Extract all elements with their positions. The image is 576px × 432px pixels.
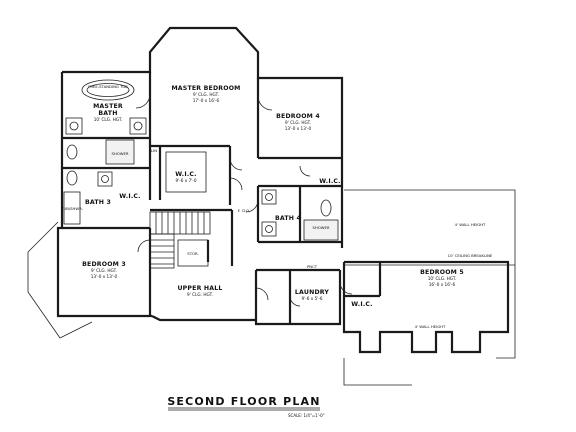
upper-hall-label: UPPER HALL 9' CLG. HGT. [177,285,222,297]
svg-text:16'-0 x 16'-6: 16'-0 x 16'-6 [429,282,456,287]
bedroom-5-label: BEDROOM 5 10' CLG. HGT. 16'-0 x 16'-6 [420,269,464,287]
bedroom-3-label: BEDROOM 3 9' CLG. HGT. 13'-0 x 13'-0 [82,261,126,279]
svg-text:W.I.C.: W.I.C. [351,301,372,308]
page-title: SECOND FLOOR PLAN [167,395,320,408]
svg-text:9' CLG. HGT.: 9' CLG. HGT. [193,92,219,97]
stor-label: STOR. [187,251,198,256]
svg-text:13'-0 x 13'-0: 13'-0 x 13'-0 [285,126,312,131]
tub-icon [81,79,135,101]
svg-text:W.I.C.: W.I.C. [175,171,196,178]
svg-text:BATH: BATH [98,110,117,117]
svg-text:W.I.C.: W.I.C. [119,193,140,200]
svg-text:BATH 3: BATH 3 [85,199,111,206]
svg-text:TUB/SHWR.: TUB/SHWR. [60,206,83,211]
svg-text:9' CLG. HGT.: 9' CLG. HGT. [187,292,213,297]
exterior-walls [56,26,510,354]
bedroom-4-label: BEDROOM 4 9' CLG. HGT. 13'-0 x 13'-0 [276,113,320,131]
tub-shower-icon [63,191,81,225]
title-block: SECOND FLOOR PLAN SCALE: 1/4"=1'-0" [167,395,324,418]
plan-notes: 4' WALL HEIGHT 10' CEILING BREAKLINE 4' … [151,148,493,329]
svg-text:FREE-STANDING TUB: FREE-STANDING TUB [88,84,128,89]
svg-text:SHOWER: SHOWER [312,225,329,230]
svg-text:BEDROOM 4: BEDROOM 4 [276,113,320,120]
toilet-icon [66,144,78,160]
stair [149,211,211,269]
svg-text:9'-6 x 7'-0: 9'-6 x 7'-0 [175,178,196,183]
master-bath-label: MASTER BATH 10' CLG. HGT. [93,103,123,122]
fixtures [63,79,339,241]
svg-text:UPPER HALL: UPPER HALL [177,285,222,292]
scale-note: SCALE: 1/4"=1'-0" [288,413,325,418]
shower-label: SHOWER [111,151,128,156]
tub-label: FREE-STANDING TUB [88,84,128,89]
svg-text:F. CLO.: F. CLO. [238,208,251,213]
laundry-label: LAUNDRY 9'-6 x 5'-6 [295,289,330,301]
svg-text:W.I.C.: W.I.C. [319,178,340,185]
svg-text:10' CLG. HGT.: 10' CLG. HGT. [428,276,457,281]
shower-icon [105,139,135,165]
svg-text:SHOWER: SHOWER [111,151,128,156]
svg-text:BATH 4: BATH 4 [275,215,302,222]
bath-4-label: BATH 4 SHOWER [275,215,330,230]
interior-walls [62,72,382,324]
svg-text:LAUNDRY: LAUNDRY [295,289,330,296]
svg-text:MASTER: MASTER [93,103,123,110]
svg-text:LIN: LIN [151,148,157,153]
wic-master-label: W.I.C. 9'-6 x 7'-0 [175,171,197,183]
svg-text:PNCT: PNCT [307,264,318,269]
svg-text:9' CLG. HGT.: 9' CLG. HGT. [285,120,311,125]
svg-text:10' CEILING BREAKLINE: 10' CEILING BREAKLINE [448,253,493,258]
svg-text:4' WALL HEIGHT: 4' WALL HEIGHT [455,222,486,227]
bath-3-label: BATH 3 TUB/SHWR. W.I.C. [60,193,140,211]
svg-text:10' CLG. HGT.: 10' CLG. HGT. [94,117,123,122]
svg-text:17'-0 x 16'-6: 17'-0 x 16'-6 [193,98,220,103]
svg-text:BEDROOM 3: BEDROOM 3 [82,261,126,268]
svg-text:13'-0 x 13'-0: 13'-0 x 13'-0 [91,274,118,279]
master-bedroom-label: MASTER BEDROOM 9' CLG. HGT. 17'-0 x 16'-… [171,85,240,103]
svg-text:STOR.: STOR. [187,251,198,256]
svg-text:BEDROOM 5: BEDROOM 5 [420,269,464,276]
svg-text:9' CLG. HGT.: 9' CLG. HGT. [91,268,117,273]
door-swings [135,93,353,307]
wic-bedroom-5-label: W.I.C. [351,301,372,308]
roof-outline [27,189,516,386]
wic-bedroom-4-label: W.I.C. [319,178,340,185]
svg-text:MASTER BEDROOM: MASTER BEDROOM [171,85,240,92]
railing [206,210,234,266]
svg-text:9'-6 x 5'-6: 9'-6 x 5'-6 [301,296,322,301]
svg-text:4' WALL HEIGHT: 4' WALL HEIGHT [415,324,446,329]
